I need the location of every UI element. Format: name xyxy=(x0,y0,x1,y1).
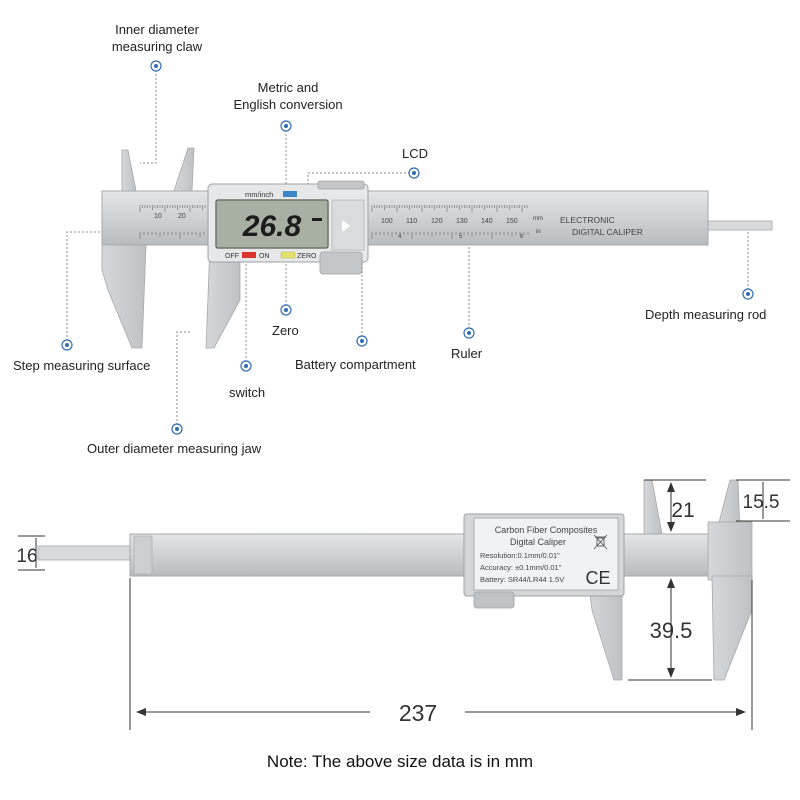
scale-label: 6 xyxy=(520,234,524,240)
callout-lcd: LCD xyxy=(402,146,429,161)
scale-label: 110 xyxy=(406,218,417,225)
label-resolution: Resolution:0.1mm/0.01" xyxy=(480,551,560,560)
dim-inner-claw: 21 xyxy=(671,499,694,522)
scale-label: 140 xyxy=(481,218,493,225)
fixed-outer-jaw xyxy=(101,244,147,349)
back-outer-jaw-fixed xyxy=(711,575,753,681)
dim-rod-width: 16 xyxy=(16,546,37,567)
ruler-ticks-right xyxy=(371,205,529,239)
ce-mark: CE xyxy=(585,568,610,588)
scale-label: 20 xyxy=(178,213,186,220)
label-line2: Digital Caliper xyxy=(510,537,566,547)
mode-label: mm/inch xyxy=(245,190,273,199)
ruler-ticks-left xyxy=(139,205,206,239)
on-label: ON xyxy=(259,253,270,260)
back-depth-rod xyxy=(37,545,135,561)
callout-ruler: Ruler xyxy=(451,346,483,361)
callout-zero: Zero xyxy=(272,323,299,338)
unit-in: in xyxy=(536,229,541,235)
scale-label: 10 xyxy=(154,213,162,220)
depth-rod xyxy=(699,220,773,231)
scale-label: 100 xyxy=(381,218,393,225)
zero-button xyxy=(280,251,296,259)
scale-label: 4 xyxy=(398,234,402,240)
callout-depth-rod: Depth measuring rod xyxy=(645,307,767,322)
scale-label: 150 xyxy=(506,218,518,225)
back-caliper: Carbon Fiber Composites Digital Caliper … xyxy=(37,479,753,681)
lcd-screen xyxy=(215,199,329,249)
callout-step: Step measuring surface xyxy=(13,358,151,373)
mode-button xyxy=(283,191,297,197)
dim-claw-tip: 15.5 xyxy=(743,492,780,513)
back-beam xyxy=(129,533,713,577)
label-battery: Battery: SR44/LR44 1.5V xyxy=(480,575,564,584)
callout-outer-jaw: Outer diameter measuring jaw xyxy=(87,441,262,456)
dimension-labels: 237 16 21 15.5 39.5 xyxy=(16,492,779,726)
zero-label: ZERO xyxy=(297,253,317,260)
back-inner-claw-sliding xyxy=(643,479,663,535)
lcd-value: 26.8 xyxy=(242,210,302,243)
callout-inner-claw: Inner diameter measuring claw xyxy=(111,22,203,54)
footnote: Note: The above size data is in mm xyxy=(266,752,534,771)
callout-dots xyxy=(61,60,754,435)
off-label: OFF xyxy=(225,253,239,260)
dimension-lines xyxy=(18,479,790,730)
front-caliper: 26.8 mm/inch OFF ON ZERO 10 20 100 110 1… xyxy=(101,147,773,349)
main-beam xyxy=(101,190,709,246)
scale-label: 120 xyxy=(431,218,443,225)
off-on-button xyxy=(242,252,256,258)
fixed-inner-claw xyxy=(121,149,137,192)
weee-bin-icon xyxy=(593,534,608,550)
sliding-inner-claw xyxy=(173,147,195,192)
unit-mm: mm xyxy=(533,216,543,222)
scale-label: 130 xyxy=(456,218,468,225)
thumb-wheel xyxy=(319,251,363,275)
dim-outer-jaw: 39.5 xyxy=(650,618,693,643)
callout-leaders xyxy=(66,66,749,429)
callout-battery: Battery compartment xyxy=(295,357,416,372)
slide-arrow xyxy=(342,220,350,232)
label-accuracy: Accuracy: ±0.1mm/0.01" xyxy=(480,563,562,572)
back-label-plate xyxy=(473,517,619,591)
beam-label-1: ELECTRONIC xyxy=(560,215,615,225)
callout-switch: switch xyxy=(229,385,266,400)
dim-length: 237 xyxy=(399,700,437,726)
callout-conversion: Metric and English conversion xyxy=(233,80,343,112)
scale-label: 5 xyxy=(459,234,463,240)
label-line1: Carbon Fiber Composites xyxy=(495,525,598,535)
beam-label-2: DIGITAL CALIPER xyxy=(572,227,643,237)
